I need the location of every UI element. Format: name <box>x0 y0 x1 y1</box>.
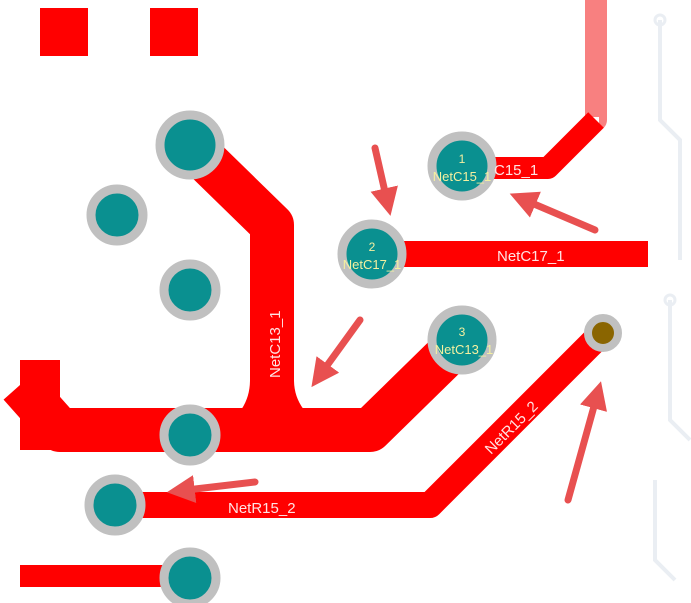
background-pattern <box>653 13 691 582</box>
trace-netc13-upper[interactable] <box>174 129 294 410</box>
pad-2-number: 2 <box>369 240 376 254</box>
pad-1-number: 1 <box>459 152 466 166</box>
smd-pad-left[interactable] <box>40 8 88 56</box>
smd-pad-right[interactable] <box>150 8 198 56</box>
pad-3[interactable] <box>427 305 497 375</box>
pad-2-net: NetC17_1 <box>343 257 402 272</box>
thru-pad[interactable] <box>159 404 221 466</box>
trace-netr15[interactable] <box>115 323 612 518</box>
trace-bottom-stub <box>20 565 190 587</box>
trace-label-c13: NetC13_1 <box>267 310 284 378</box>
arrow-to-via <box>564 381 607 504</box>
arrow-to-r15-pad <box>166 475 259 503</box>
trace-netc13-fillet <box>218 380 330 430</box>
annotation-arrows <box>166 144 607 504</box>
pad-group <box>84 110 622 603</box>
trace-label-r15-bottom: NetR15_2 <box>228 500 296 517</box>
trace-netc13-left-stub <box>20 360 60 450</box>
trace-label-c17: NetC17_1 <box>497 248 565 265</box>
via[interactable] <box>584 314 622 352</box>
arrow-to-pad-1 <box>509 191 599 234</box>
thru-pad[interactable] <box>86 184 148 246</box>
trace-label-c15: C15_1 <box>494 162 538 179</box>
thru-pad[interactable] <box>159 259 221 321</box>
thru-pad[interactable] <box>159 547 221 603</box>
thru-pad[interactable] <box>84 474 146 536</box>
pad-3-number: 3 <box>459 325 466 339</box>
pad-1-net: NetC15_1 <box>433 169 492 184</box>
pad-2[interactable] <box>337 219 407 289</box>
pad-3-net: NetC13_1 <box>435 342 494 357</box>
pad-1[interactable] <box>427 131 497 201</box>
arrow-to-pad-2 <box>370 144 398 216</box>
thru-pad[interactable] <box>155 110 225 180</box>
arrow-to-c13-junction <box>311 316 364 388</box>
